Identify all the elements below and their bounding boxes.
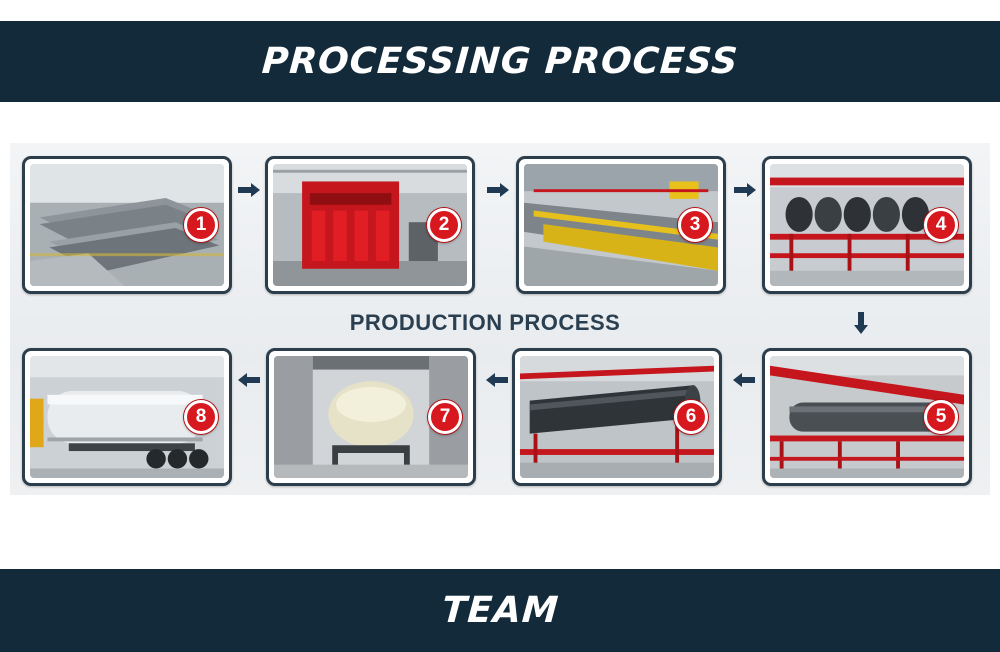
- arrow-right-icon: [487, 183, 509, 197]
- step-photo-tank-welding: 6: [520, 356, 714, 478]
- process-step-4: 4: [762, 156, 972, 294]
- step-number-badge: 5: [924, 400, 958, 434]
- arrow-right-icon: [734, 183, 756, 197]
- process-step-7: 7: [266, 348, 476, 486]
- production-process-label: PRODUCTION PROCESS: [349, 310, 621, 335]
- arrow-left-icon: [238, 373, 260, 387]
- step-number-badge: 8: [184, 400, 218, 434]
- step-photo-tank-barrel-on-frame: 5: [770, 356, 964, 478]
- team-title: TEAM: [440, 590, 560, 631]
- arrow-right-icon: [238, 183, 260, 197]
- process-step-5: 5: [762, 348, 972, 486]
- step-number-badge: 4: [924, 208, 958, 242]
- step-photo-red-press-machine: 2: [273, 164, 467, 286]
- arrow-left-icon: [486, 373, 508, 387]
- arrow-left-icon: [733, 373, 755, 387]
- process-step-8: 8: [22, 348, 232, 486]
- process-step-1: 1: [22, 156, 232, 294]
- step-photo-plate-conveyor: 3: [524, 164, 718, 286]
- process-step-6: 6: [512, 348, 722, 486]
- header-title: PROCESSING PROCESS: [260, 41, 740, 82]
- step-number-badge: 6: [674, 400, 708, 434]
- step-photo-rolled-plates: 4: [770, 164, 964, 286]
- footer-banner: TEAM: [0, 569, 1000, 652]
- header-banner: PROCESSING PROCESS: [0, 21, 1000, 102]
- step-number-badge: 1: [184, 208, 218, 242]
- step-number-badge: 3: [678, 208, 712, 242]
- step-photo-tank-assembly-booth: 7: [274, 356, 468, 478]
- step-number-badge: 2: [427, 208, 461, 242]
- process-step-2: 2: [265, 156, 475, 294]
- process-step-3: 3: [516, 156, 726, 294]
- step-photo-finished-tank-trailer: 8: [30, 356, 224, 478]
- arrow-down-icon: [854, 312, 868, 334]
- step-photo-steel-plates: 1: [30, 164, 224, 286]
- step-number-badge: 7: [428, 400, 462, 434]
